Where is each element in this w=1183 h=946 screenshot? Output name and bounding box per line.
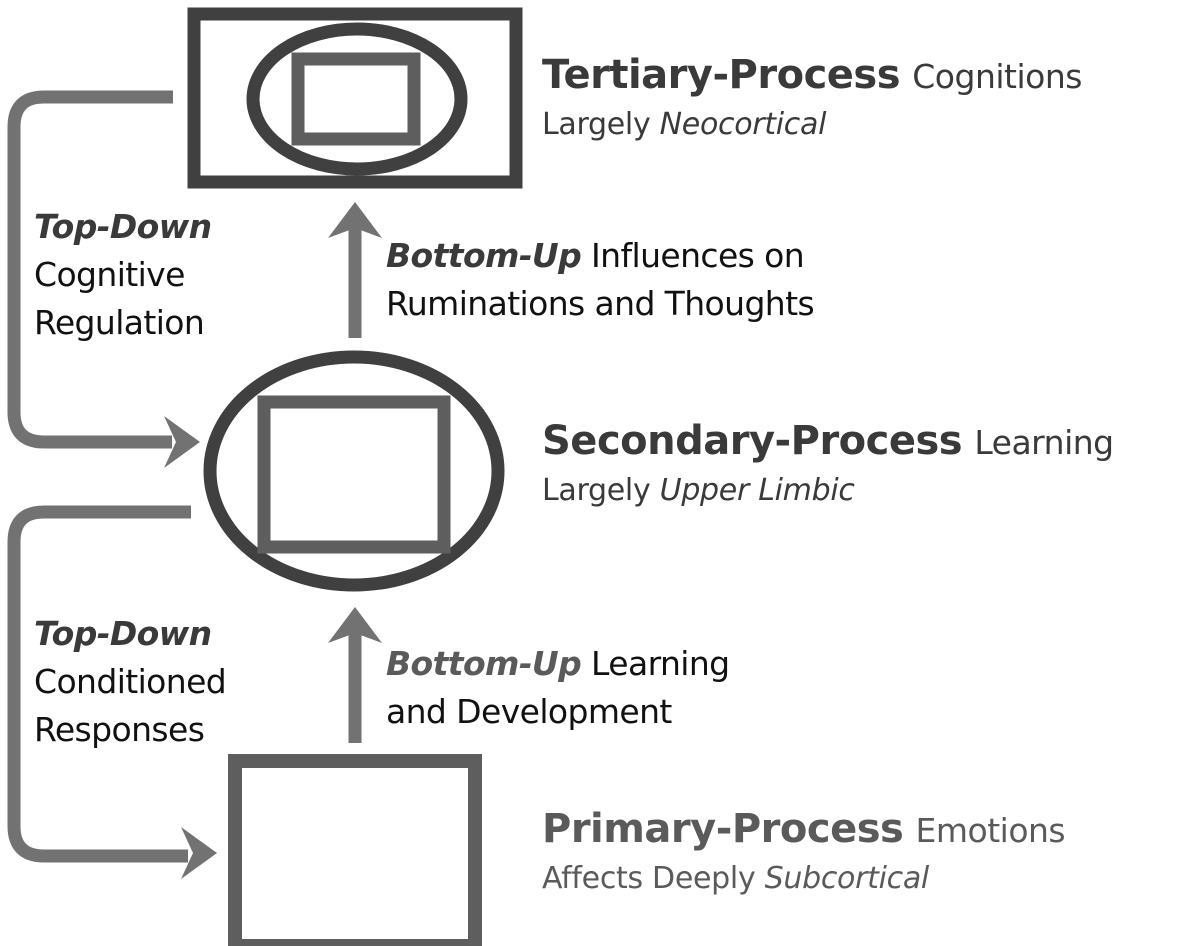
bottom-up-ruminations-arrow <box>328 202 382 338</box>
tertiary-ellipse <box>246 22 468 176</box>
primary-rect <box>228 754 482 946</box>
bottom-up-ruminations-rest: Influences on <box>591 236 805 275</box>
secondary-sub-plain: Largely <box>542 473 651 508</box>
tertiary-title: Tertiary-Process Cognitions <box>542 52 1082 98</box>
tertiary-subtitle: Largely Neocortical <box>542 107 827 143</box>
tertiary-inner-rect <box>291 52 421 146</box>
tertiary-shape <box>187 7 523 189</box>
secondary-ellipse <box>203 350 505 592</box>
secondary-shape <box>203 350 505 592</box>
top-down-conditioned-arrow <box>7 505 217 879</box>
bottom-up-learning-line2: and Development <box>386 692 672 731</box>
top-down-cognitive-arrow <box>7 90 200 468</box>
secondary-inner-rect <box>257 395 451 554</box>
bottom-up-learning-rest: Learning <box>591 644 730 683</box>
top-down-conditioned-label: Top-Down Conditioned Responses <box>34 610 227 754</box>
tertiary-sub-italic: Neocortical <box>659 107 827 142</box>
secondary-subtitle: Largely Upper Limbic <box>542 473 855 509</box>
top-down-cognitive-emph: Top-Down <box>34 207 212 246</box>
primary-sub-italic: Subcortical <box>764 861 930 896</box>
primary-sub-plain: Affects Deeply <box>542 861 756 896</box>
bottom-up-ruminations-label: Bottom-Up Influences on Ruminations and … <box>386 232 815 328</box>
secondary-title-rest: Learning <box>974 423 1114 462</box>
top-down-cognitive-line2: Cognitive <box>34 255 185 294</box>
bottom-up-learning-label: Bottom-Up Learning and Development <box>386 640 730 736</box>
bottom-up-ruminations-emph: Bottom-Up <box>386 236 582 275</box>
primary-subtitle: Affects Deeply Subcortical <box>542 861 930 897</box>
bottom-up-ruminations-line2: Ruminations and Thoughts <box>386 284 815 323</box>
tertiary-sub-plain: Largely <box>542 107 651 142</box>
secondary-title-bold: Secondary-Process <box>542 418 963 464</box>
bottom-up-ruminations-line1: Bottom-Up Influences on <box>386 232 814 280</box>
secondary-sub-italic: Upper Limbic <box>659 473 855 508</box>
primary-title: Primary-Process Emotions <box>542 806 1066 852</box>
top-down-cognitive-line3: Regulation <box>34 303 205 342</box>
bottom-up-learning-line1: Bottom-Up Learning <box>386 640 730 688</box>
top-down-conditioned-line3: Responses <box>34 710 205 749</box>
bottom-up-learning-emph: Bottom-Up <box>386 644 582 683</box>
primary-title-rest: Emotions <box>915 811 1066 850</box>
top-down-conditioned-emph: Top-Down <box>34 614 212 653</box>
secondary-title: Secondary-Process Learning <box>542 418 1114 464</box>
top-down-cognitive-label: Top-Down Cognitive Regulation <box>34 203 212 347</box>
tertiary-outer-rect <box>187 7 523 189</box>
top-down-conditioned-line2: Conditioned <box>34 662 227 701</box>
bottom-up-learning-arrow <box>328 607 382 743</box>
tertiary-title-bold: Tertiary-Process <box>542 52 901 98</box>
primary-title-bold: Primary-Process <box>542 806 904 852</box>
tertiary-title-rest: Cognitions <box>912 57 1082 96</box>
primary-shape <box>228 754 482 946</box>
